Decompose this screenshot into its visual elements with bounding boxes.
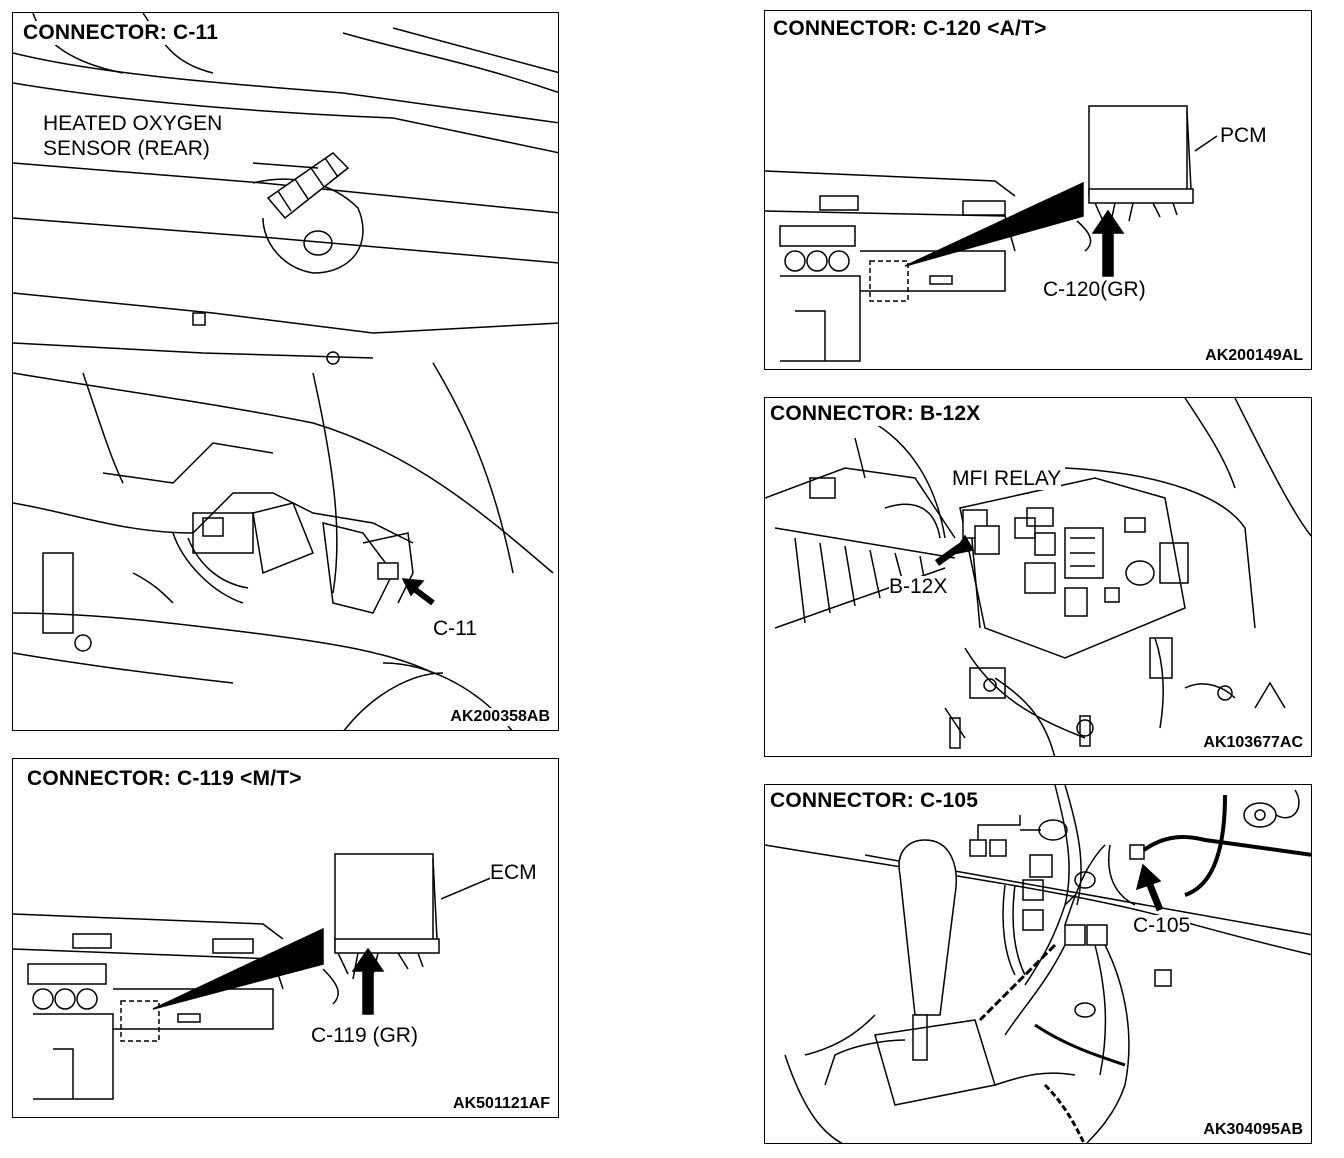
c11-illustration — [13, 13, 559, 731]
figure-code: AK501121AF — [453, 1095, 550, 1113]
connector-b12x-label: B-12X — [889, 575, 948, 599]
c120-illustration — [765, 11, 1312, 370]
panel-title: CONNECTOR: C-11 — [23, 21, 221, 45]
panel-title: CONNECTOR: C-105 — [770, 789, 981, 813]
b12x-illustration — [765, 398, 1312, 757]
panel-connector-c11: CONNECTOR: C-11 HEATED OXYGEN SENSOR (RE… — [12, 12, 559, 731]
c105-illustration — [765, 785, 1312, 1144]
connector-c120-label: C-120(GR) — [1043, 278, 1146, 302]
panel-connector-c105: CONNECTOR: C-105 C-105 AK304095AB — [764, 784, 1312, 1144]
ecm-label: ECM — [490, 861, 537, 885]
mfi-relay-label: MFI RELAY — [952, 467, 1062, 491]
heated-oxygen-label: HEATED OXYGEN — [43, 112, 223, 136]
panel-title: CONNECTOR: C-119 <M/T> — [27, 767, 304, 791]
c119-illustration — [13, 759, 559, 1118]
connector-c105-label: C-105 — [1133, 914, 1191, 938]
panel-connector-c119: CONNECTOR: C-119 <M/T> ECM C-119 (GR) AK… — [12, 758, 559, 1118]
panel-title: CONNECTOR: C-120 <A/T> — [773, 17, 1049, 41]
connector-c11-label: C-11 — [433, 617, 477, 641]
panel-connector-b12x: CONNECTOR: B-12X MFI RELAY B-12X AK10367… — [764, 397, 1312, 757]
panel-title: CONNECTOR: B-12X — [770, 402, 983, 426]
figure-code: AK200149AL — [1205, 347, 1303, 365]
figure-code: AK103677AC — [1203, 734, 1303, 752]
sensor-rear-label: SENSOR (REAR) — [43, 137, 210, 161]
figure-code: AK304095AB — [1203, 1121, 1303, 1139]
panel-connector-c120: CONNECTOR: C-120 <A/T> PCM C-120(GR) AK2… — [764, 10, 1312, 370]
figure-code: AK200358AB — [450, 708, 550, 726]
connector-c119-label: C-119 (GR) — [311, 1024, 418, 1048]
pcm-label: PCM — [1220, 124, 1267, 148]
